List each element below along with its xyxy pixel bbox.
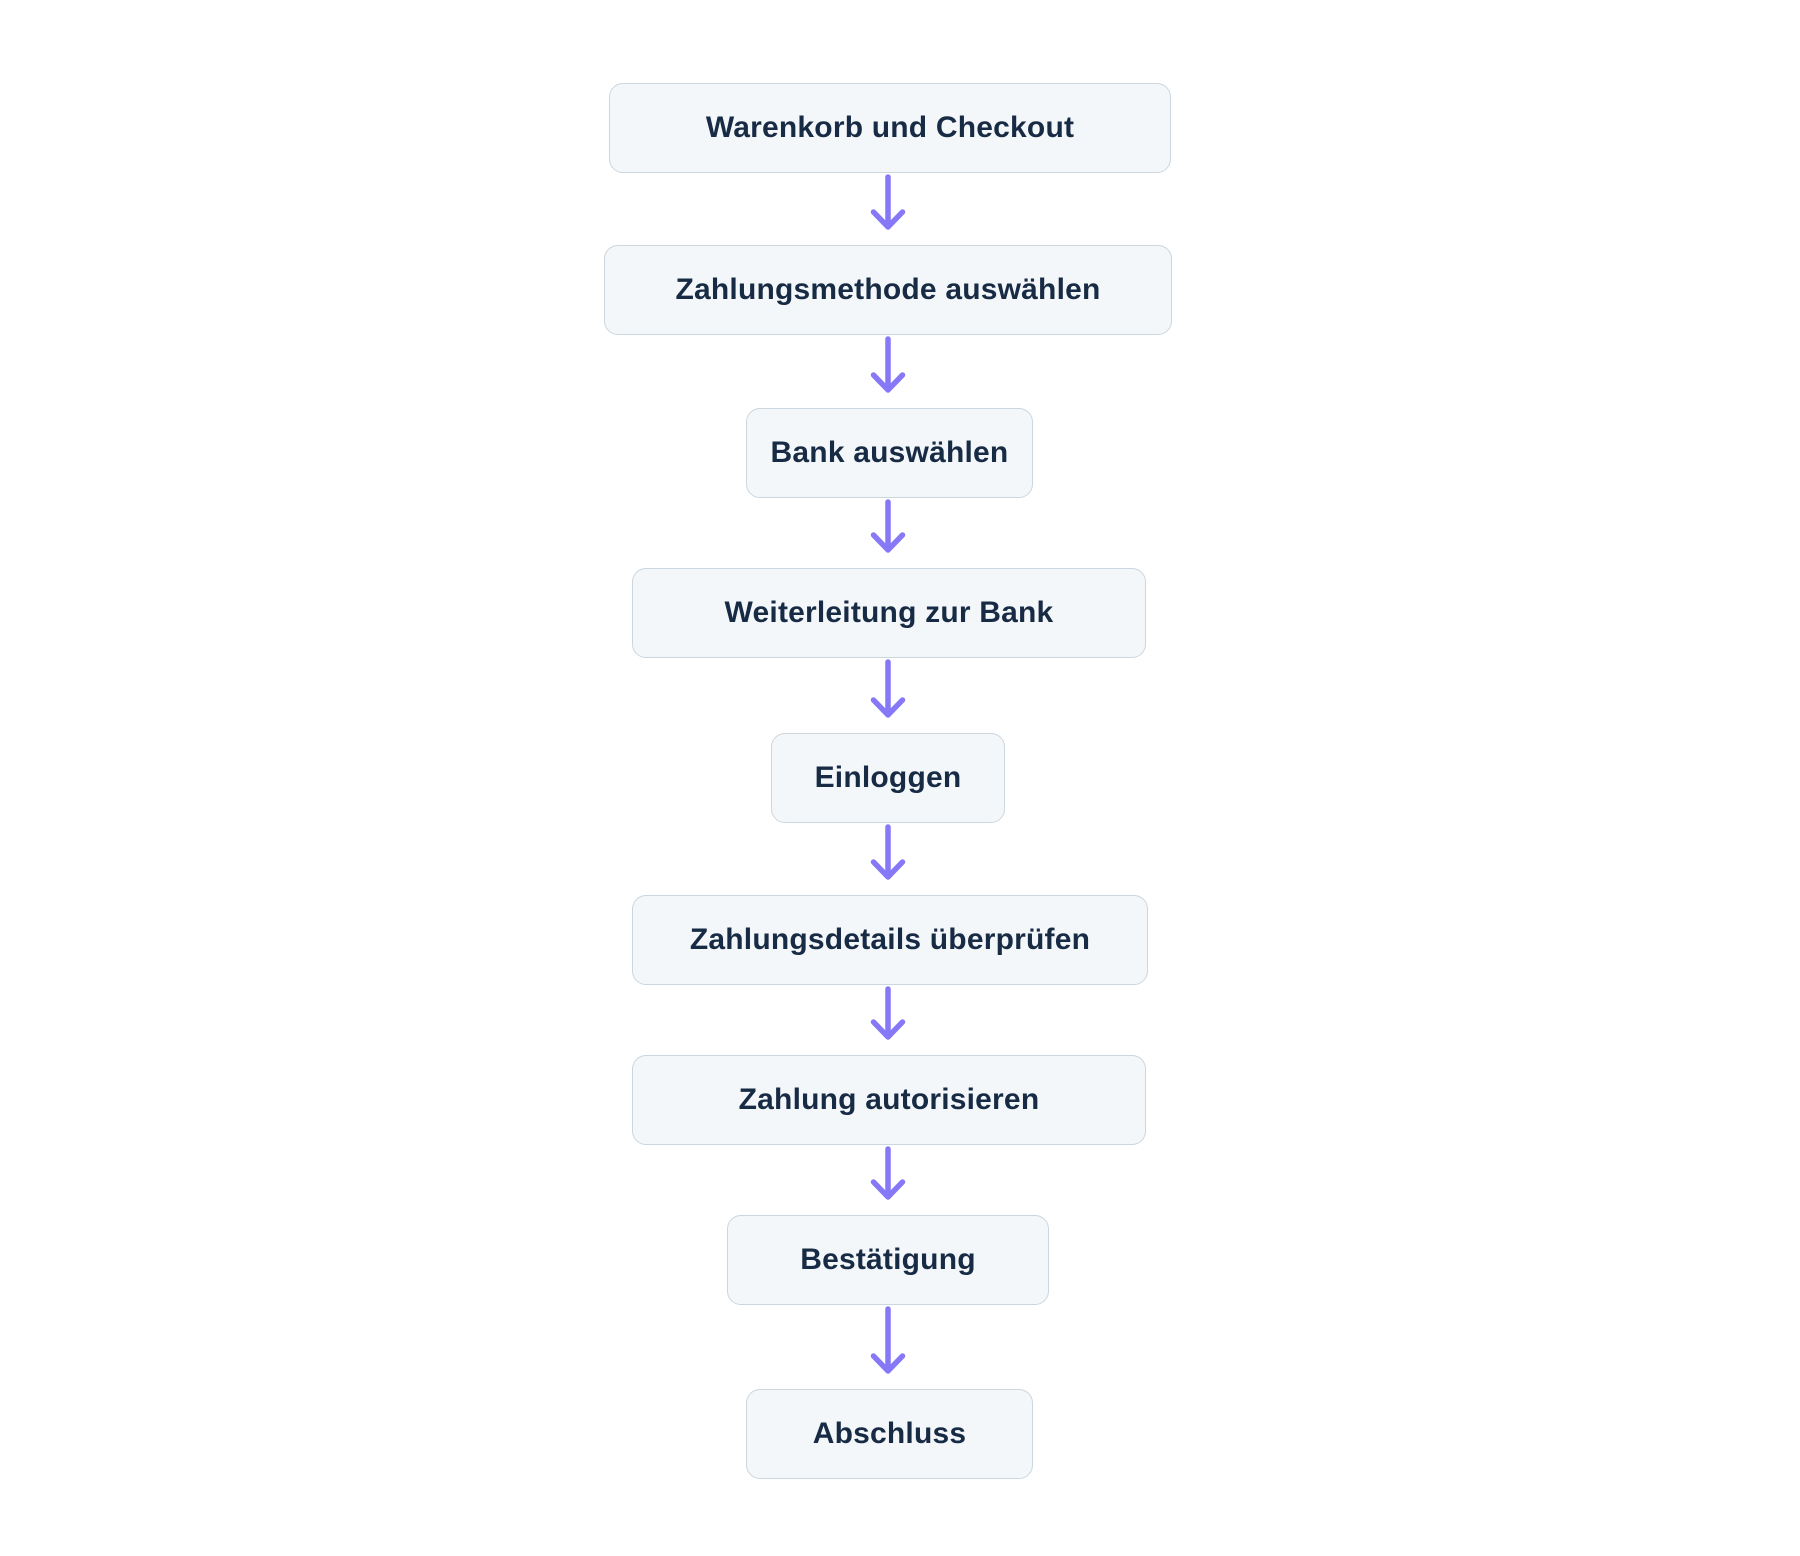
flow-node-bestaetigung: Bestätigung [727, 1215, 1049, 1305]
flow-node-zahlungsdetails-ueberpruefen: Zahlungsdetails überprüfen [632, 895, 1148, 985]
flow-node-zahlungsmethode-auswaehlen: Zahlungsmethode auswählen [604, 245, 1172, 335]
arrow-down-icon [870, 824, 906, 880]
flow-node-zahlung-autorisieren: Zahlung autorisieren [632, 1055, 1146, 1145]
arrow-down-icon [870, 986, 906, 1040]
arrow-down-icon [870, 1306, 906, 1374]
flow-node-weiterleitung-zur-bank: Weiterleitung zur Bank [632, 568, 1146, 658]
arrow-down-icon [870, 499, 906, 553]
flow-node-abschluss: Abschluss [746, 1389, 1033, 1479]
arrow-down-icon [870, 1146, 906, 1200]
flow-node-bank-auswaehlen: Bank auswählen [746, 408, 1033, 498]
arrow-down-icon [870, 336, 906, 393]
arrow-down-icon [870, 659, 906, 718]
flow-node-warenkorb-checkout: Warenkorb und Checkout [609, 83, 1171, 173]
flow-node-einloggen: Einloggen [771, 733, 1005, 823]
arrow-down-icon [870, 174, 906, 230]
